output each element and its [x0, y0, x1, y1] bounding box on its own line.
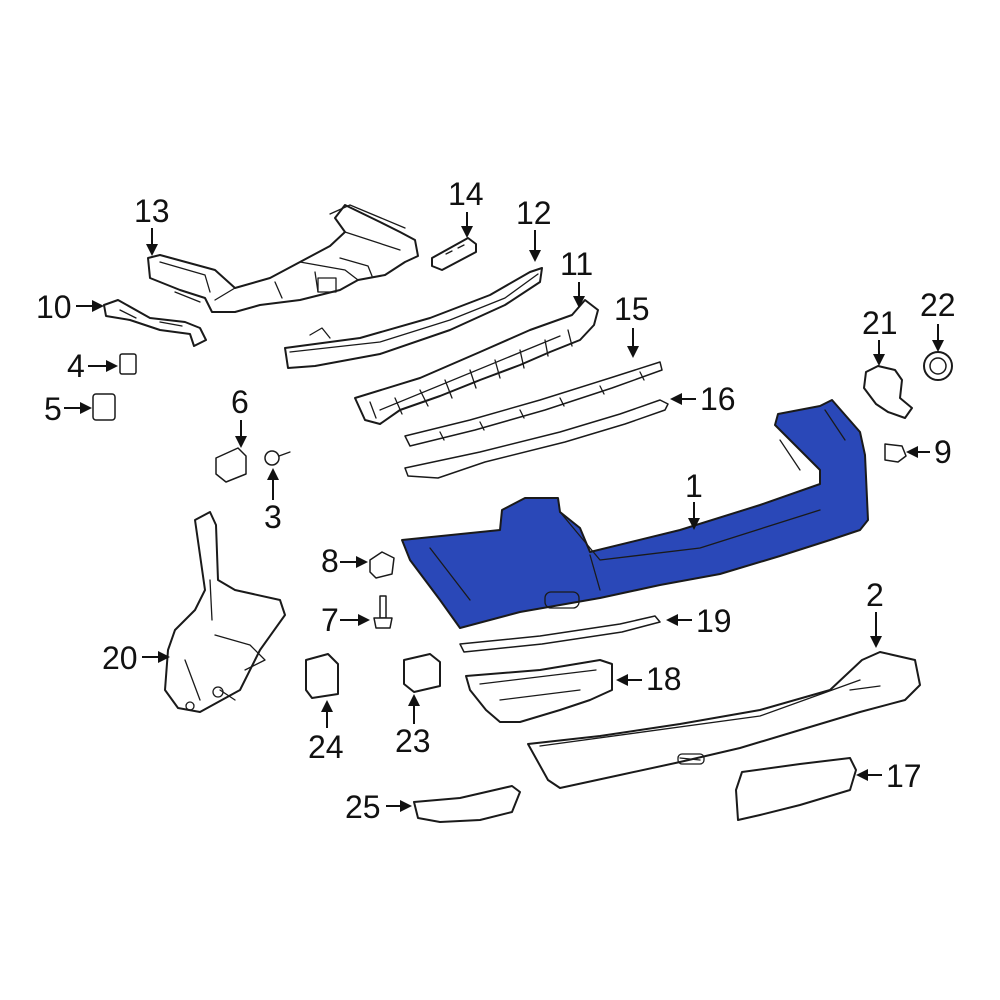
callout-8-number: 8	[321, 543, 339, 579]
callout-14: 14	[448, 176, 484, 238]
callout-6: 6	[231, 384, 249, 448]
callout-3-number: 3	[264, 499, 282, 535]
callout-12: 12	[516, 195, 552, 262]
part-4-clip	[119, 353, 137, 375]
callout-11: 11	[560, 246, 593, 308]
part-20-bracket-assembly	[164, 511, 286, 713]
callout-10: 10	[36, 289, 104, 325]
callout-15: 15	[614, 291, 650, 358]
callout-23: 23	[395, 694, 431, 759]
part-22-grommet	[923, 351, 953, 381]
callout-22: 22	[920, 287, 956, 352]
callout-13: 13	[134, 193, 170, 256]
part-5-clip	[92, 393, 116, 421]
callout-10-number: 10	[36, 289, 72, 325]
part-17-trim	[735, 757, 857, 821]
callout-24: 24	[308, 700, 344, 765]
callout-1-number: 1	[685, 468, 703, 504]
part-24-module	[305, 653, 339, 699]
part-3-bolt	[264, 450, 291, 466]
callout-19-number: 19	[696, 603, 732, 639]
callout-4: 4	[67, 348, 118, 384]
part-7-bolt	[373, 595, 393, 629]
callout-20-number: 20	[102, 640, 138, 676]
part-1-bumper-cover	[401, 399, 869, 629]
part-10-side-bracket	[103, 299, 207, 347]
callout-4-number: 4	[67, 348, 85, 384]
part-6-clip	[215, 447, 247, 483]
callout-2: 2	[866, 577, 884, 648]
callout-6-number: 6	[231, 384, 249, 420]
part-21-sensor	[863, 365, 913, 419]
callout-2-number: 2	[866, 577, 884, 613]
part-11-absorber	[354, 299, 599, 425]
callout-7: 7	[321, 602, 370, 638]
part-14-bracket	[431, 237, 477, 271]
callout-25-number: 25	[345, 789, 381, 825]
callout-24-number: 24	[308, 729, 344, 765]
callout-1: 1	[685, 468, 703, 530]
callout-5-number: 5	[44, 391, 62, 427]
callout-8: 8	[321, 543, 368, 579]
part-15-strip	[404, 361, 663, 447]
callout-15-number: 15	[614, 291, 650, 327]
callout-20: 20	[102, 640, 170, 676]
callout-11-number: 11	[560, 246, 593, 282]
part-25-reflector	[413, 785, 521, 823]
part-12-impact-bar	[284, 267, 543, 369]
callout-16: 16	[670, 381, 736, 417]
callout-9-number: 9	[934, 434, 952, 470]
part-8-nut	[369, 551, 395, 579]
callout-7-number: 7	[321, 602, 339, 638]
callout-3: 3	[264, 468, 282, 535]
part-16-strip	[404, 399, 669, 479]
callout-19: 19	[666, 603, 732, 639]
callout-18: 18	[616, 661, 682, 697]
callout-25: 25	[345, 789, 412, 825]
callout-23-number: 23	[395, 723, 431, 759]
part-19-molding	[459, 615, 661, 653]
callout-17-number: 17	[886, 758, 922, 794]
callout-21: 21	[862, 305, 898, 366]
callout-5: 5	[44, 391, 92, 427]
callout-21-number: 21	[862, 305, 898, 341]
callout-12-number: 12	[516, 195, 552, 231]
callout-16-number: 16	[700, 381, 736, 417]
callout-9: 9	[906, 434, 952, 470]
part-9-push-pin	[884, 443, 907, 463]
part-18-bracket	[465, 659, 613, 723]
callout-22-number: 22	[920, 287, 956, 323]
part-23-module	[403, 653, 441, 693]
part-2-lower-valance	[527, 651, 921, 789]
callout-17: 17	[856, 758, 922, 794]
callout-14-number: 14	[448, 176, 484, 212]
part-13-tow-hitch	[147, 204, 419, 313]
callout-18-number: 18	[646, 661, 682, 697]
callout-13-number: 13	[134, 193, 170, 229]
